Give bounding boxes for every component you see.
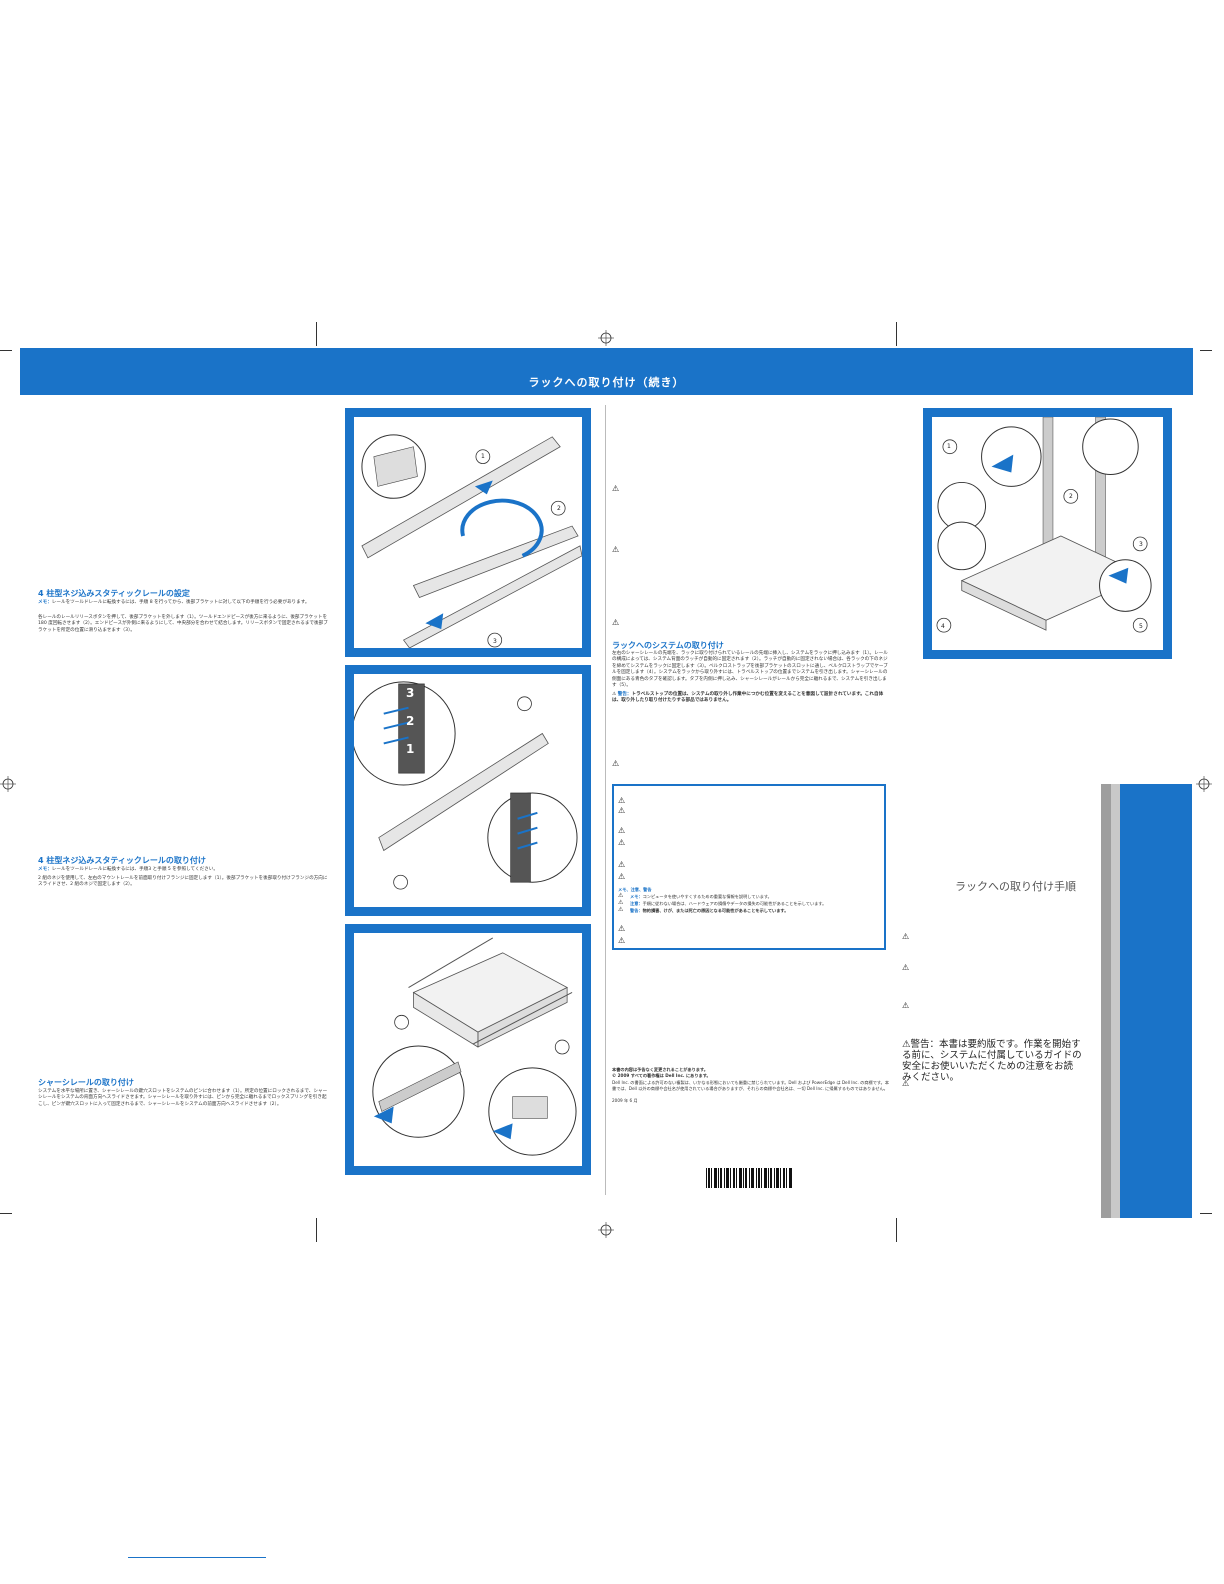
warning-triangle-icon: ⚠ [902, 932, 910, 941]
figure-callout: 1 [481, 453, 485, 460]
trademark-notice: Dell Inc. の書面による許可のない複製は、いかなる形態においても厳重に禁… [612, 1080, 890, 1091]
publish-date: 2009 年 6 月 [612, 1098, 638, 1103]
warning-triangle-icon: ⚠ [612, 759, 620, 768]
warning-triangle-icon: ⚠ [618, 892, 624, 899]
note-text: レールをツールドレールに転換するには、手順3 と手順 5 を参照してください。 [51, 867, 218, 872]
note-label: メモ： [38, 600, 52, 605]
procedure-title: ラックへの取り付け手順 [955, 880, 1076, 893]
warning-triangle-icon: ⚠ [618, 872, 626, 881]
figure-callout: 3 [1139, 541, 1143, 548]
section-note-rail-setup: メモ：レールをツールドレールに転換するには、手順 8 を行ってから、後部ブラケッ… [38, 600, 328, 606]
copyright: © 2009 すべての著作権は Dell Inc. にあります。 [612, 1073, 711, 1078]
notes-heading: メモ、注意、警告 [618, 887, 652, 892]
warning-triangle-icon: ⚠ [902, 1079, 910, 1088]
crop-mark-icon [896, 322, 897, 346]
warning-triangle-icon: ⚠ [902, 963, 910, 972]
crop-mark-icon [0, 1213, 12, 1214]
rail-number: 3 [406, 686, 415, 700]
figure-chassis-rail [345, 924, 591, 1175]
page-fold-divider [605, 405, 606, 1195]
warning-triangle-icon: ⚠ [618, 906, 624, 913]
crop-mark-icon [316, 322, 317, 346]
warning-label: 警告： [630, 908, 643, 913]
figure-rail-install: 3 2 1 [345, 665, 591, 916]
section-body-system-install: 左右のシャーシレールの先端を、ラックに取り付けられているレールの先端に挿入し、シ… [612, 651, 888, 689]
warning-triangle-icon: ⚠ [618, 826, 626, 835]
figure-rail-rotation: 1 2 3 [345, 408, 591, 657]
summary-warning: ⚠警告：本書は要約版です。作業を開始する前に、システムに付属しているガイドの安全… [902, 1039, 1082, 1083]
crop-mark-icon [0, 350, 12, 351]
figure-callout: 2 [557, 505, 561, 512]
travel-stop-warning: ⚠ 警告：トラベルストップの位置は、システムの取り外し作業中につかむ位置を変える… [612, 692, 890, 705]
warning-triangle-icon: ⚠ [902, 1039, 911, 1050]
side-stripe [1101, 784, 1111, 1218]
section-title-chassis-rail: シャーシレールの取り付け [38, 1078, 134, 1087]
warning-text: トラベルストップの位置は、システムの取り外し作業中につかむ位置を変えることを意図… [612, 692, 884, 704]
caution-label: 注意： [630, 901, 643, 906]
crop-mark-icon [316, 1218, 317, 1242]
note-text: コンピュータを使いやすくするための重要な情報を説明しています。 [642, 894, 772, 899]
note-text: レールをツールドレールに転換するには、手順 8 を行ってから、後部ブラケットに対… [51, 600, 310, 605]
warning-text: 物的損害、けが、または死亡の原因となる可能性があることを示しています。 [642, 908, 789, 913]
footer-rule [128, 1557, 266, 1558]
figure-callout: 2 [1069, 493, 1073, 500]
side-stripe [1111, 784, 1120, 1218]
header-banner: ラックへの取り付け（続き） [20, 348, 1193, 395]
note-row: メモ：コンピュータを使いやすくするための重要な情報を説明しています。 [630, 894, 880, 900]
section-title-rail-setup: 4 柱型ネジ込みスタティックレールの設定 [38, 589, 190, 598]
warning-triangle-icon: ⚠ [618, 860, 626, 869]
warning-triangle-icon: ⚠ [618, 806, 626, 815]
rail-number: 2 [406, 714, 415, 728]
warning-triangle-icon: ⚠ [618, 796, 626, 805]
warning-triangle-icon: ⚠ [612, 618, 620, 627]
warning-label: 警告： [617, 692, 632, 697]
rail-number: 1 [406, 742, 415, 756]
page-title: ラックへの取り付け（続き） [528, 376, 685, 389]
warning-row: 警告：物的損害、けが、または死亡の原因となる可能性があることを示しています。 [630, 908, 880, 914]
registration-mark-icon [598, 330, 614, 346]
side-panel [1120, 784, 1192, 1218]
note-label: メモ： [38, 867, 52, 872]
figure-callout: 5 [1139, 623, 1143, 630]
caution-row: 注意：手順に従わない場合は、ハードウェアの損傷やデータの損失の可能性があることを… [630, 901, 880, 907]
registration-mark-icon [0, 776, 16, 792]
section-note-rail-install: メモ：レールをツールドレールに転換するには、手順3 と手順 5 を参照してくださ… [38, 867, 328, 873]
section-body-rail-install: 2 組のネジを使用して、左右のマウントレールを前面取り付けフランジに固定します（… [38, 876, 328, 888]
figure-callout: 3 [493, 638, 497, 645]
warning-triangle-icon: ⚠ [618, 838, 626, 847]
warning-triangle-icon: ⚠ [902, 1001, 910, 1010]
caution-text: 手順に従わない場合は、ハードウェアの損傷やデータの損失の可能性があることを示して… [642, 901, 827, 906]
warning-triangle-icon: ⚠ [612, 692, 618, 697]
figure-system-in-rack: 1 2 3 4 5 [923, 408, 1172, 659]
section-title-system-install: ラックへのシステムの取り付け [612, 641, 724, 650]
warning-triangle-icon: ⚠ [612, 545, 620, 554]
crop-mark-icon [1200, 1213, 1212, 1214]
summary-warning-text: 警告：本書は要約版です。作業を開始する前に、システムに付属しているガイドの安全に… [902, 1039, 1082, 1083]
warning-triangle-icon: ⚠ [618, 899, 624, 906]
registration-mark-icon [598, 1222, 614, 1238]
note-label: メモ： [630, 894, 643, 899]
section-body-rail-setup: 各レールのレールリリースボタンを押して、後部ブラケットを外します（1）。ツールド… [38, 615, 328, 633]
crop-mark-icon [1200, 350, 1212, 351]
warning-triangle-icon: ⚠ [618, 924, 626, 933]
warning-triangle-icon: ⚠ [618, 936, 626, 945]
section-title-rail-install: 4 柱型ネジ込みスタティックレールの取り付け [38, 856, 206, 865]
section-body-chassis-rail: システムを水平な場所に置き、シャーシレールの鍵穴スロットをシステムのピンに合わせ… [38, 1089, 328, 1107]
registration-mark-icon [1196, 776, 1212, 792]
legal-notice: 本書の内容は予告なく変更されることがあります。 [612, 1067, 708, 1072]
figure-callout: 4 [941, 623, 945, 630]
notes-box: ⚠ ⚠ ⚠ ⚠ ⚠ ⚠ メモ、注意、警告 メモ：コンピュータを使いやすくするため… [612, 784, 886, 950]
crop-mark-icon [896, 1218, 897, 1242]
figure-callout: 1 [947, 443, 951, 450]
warning-triangle-icon: ⚠ [612, 484, 620, 493]
barcode-icon [706, 1168, 792, 1188]
